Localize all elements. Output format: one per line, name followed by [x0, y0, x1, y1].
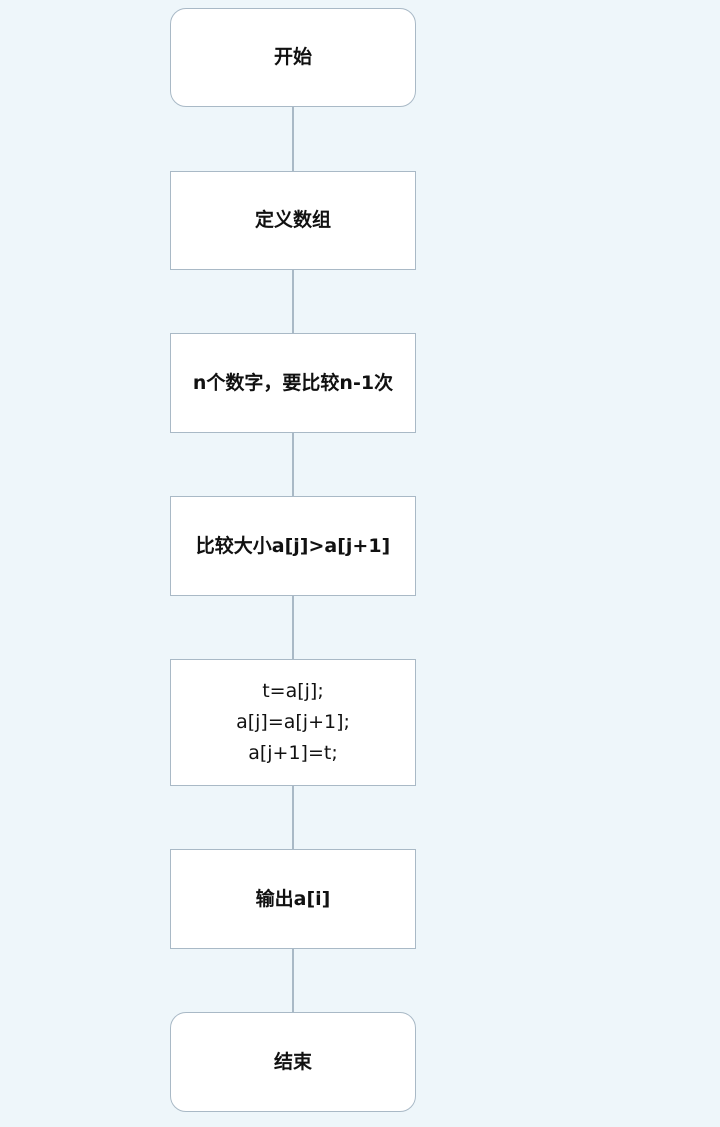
node-start[interactable]: 开始: [170, 8, 416, 107]
edge-loop-count-to-compare: [292, 433, 294, 496]
node-output[interactable]: 输出a[i]: [170, 849, 416, 949]
node-output-label: 输出a[i]: [255, 887, 331, 910]
node-define-array-label: 定义数组: [254, 209, 331, 231]
node-end[interactable]: 结束: [170, 1012, 416, 1112]
node-define-array[interactable]: 定义数组: [170, 171, 416, 270]
node-swap[interactable]: t=a[j]; a[j]=a[j+1]; a[j+1]=t;: [170, 659, 416, 786]
node-start-label: 开始: [273, 46, 312, 68]
edge-compare-to-swap: [292, 596, 294, 659]
node-end-label: 结束: [273, 1050, 312, 1073]
edge-start-to-define-array: [292, 107, 294, 171]
edge-swap-to-output: [292, 786, 294, 849]
node-compare[interactable]: 比较大小a[j]>a[j+1]: [170, 496, 416, 596]
edge-define-array-to-loop-count: [292, 270, 294, 333]
node-compare-label: 比较大小a[j]>a[j+1]: [195, 534, 391, 557]
edge-output-to-end: [292, 949, 294, 1012]
node-swap-label: t=a[j]; a[j]=a[j+1]; a[j+1]=t;: [236, 680, 350, 764]
node-loop-count-label: n个数字，要比较n-1次: [192, 371, 394, 394]
node-loop-count[interactable]: n个数字，要比较n-1次: [170, 333, 416, 433]
